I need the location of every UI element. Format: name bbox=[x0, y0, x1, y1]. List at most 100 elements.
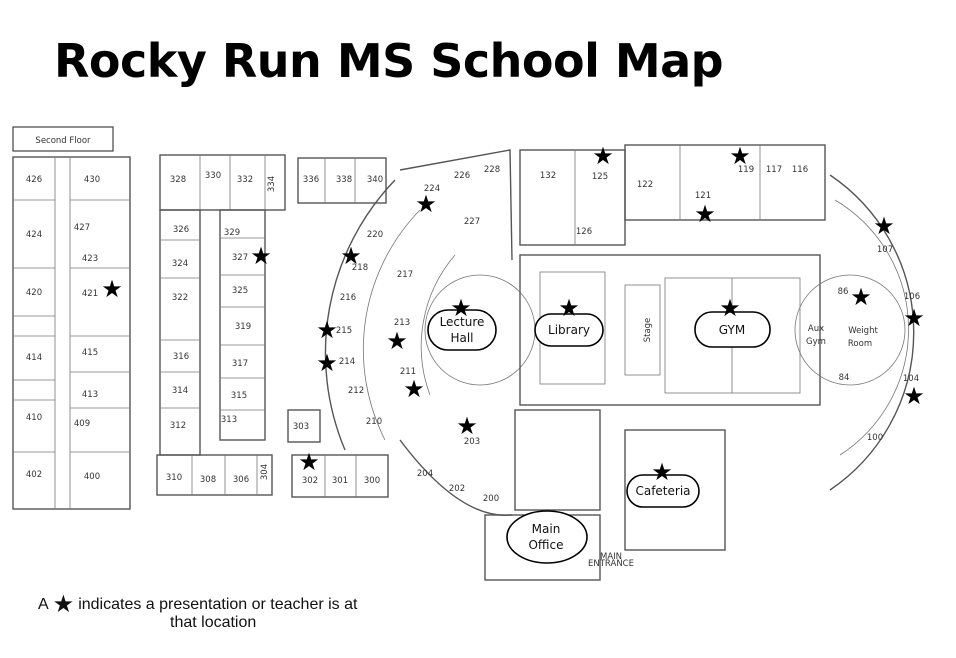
room-204: 204 bbox=[417, 469, 433, 479]
room-119: 119 bbox=[738, 165, 754, 175]
aux-gym-label-1: Aux bbox=[808, 324, 824, 334]
legend-line-2: that location bbox=[170, 614, 257, 631]
lecture-hall-label-2: Hall bbox=[450, 331, 473, 345]
room-125: 125 bbox=[592, 172, 608, 182]
room-336: 336 bbox=[303, 175, 319, 185]
room-306: 306 bbox=[233, 475, 249, 485]
room-414: 414 bbox=[26, 353, 42, 363]
room-226: 226 bbox=[454, 171, 470, 181]
room-217: 217 bbox=[397, 270, 413, 280]
legend-text-1: indicates a presentation or teacher is a… bbox=[78, 596, 358, 613]
star-cafeteria: ★ bbox=[651, 458, 673, 486]
aux-gym-label-2: Gym bbox=[806, 337, 826, 347]
star-211: ★ bbox=[403, 375, 425, 403]
room-218: 218 bbox=[352, 263, 368, 273]
wing-300: 328 330 332 334 326 329 327 324 325 322 … bbox=[156, 154, 286, 496]
second-floor-box bbox=[12, 126, 114, 152]
room-121: 121 bbox=[695, 191, 711, 201]
star-119: ★ bbox=[729, 142, 751, 170]
room-413: 413 bbox=[82, 390, 98, 400]
room-424: 424 bbox=[26, 230, 42, 240]
star-gym: ★ bbox=[719, 294, 741, 322]
stage-label: Stage bbox=[643, 318, 653, 343]
room-303: 303 bbox=[293, 422, 309, 432]
star-421: ★ bbox=[101, 275, 123, 303]
second-floor-label: Second Floor bbox=[35, 136, 91, 146]
room-410: 410 bbox=[26, 413, 42, 423]
room-402: 402 bbox=[26, 470, 42, 480]
room-420: 420 bbox=[26, 288, 42, 298]
room-220: 220 bbox=[367, 230, 383, 240]
room-325: 325 bbox=[232, 286, 248, 296]
room-327: 327 bbox=[232, 253, 248, 263]
room-316: 316 bbox=[173, 352, 189, 362]
room-302: 302 bbox=[302, 476, 318, 486]
star-markers: ★ ★ ★ ★ ★ ★ ★ ★ ★ ★ ★ ★ ★ ★ ★ ★ ★ ★ ★ ★ … bbox=[101, 142, 925, 486]
room-104: 104 bbox=[903, 374, 919, 384]
star-218: ★ bbox=[340, 242, 362, 270]
main-office-label-1: Main bbox=[532, 522, 561, 536]
lecture-hall-label-1: Lecture bbox=[440, 315, 485, 329]
room-213: 213 bbox=[394, 318, 410, 328]
star-library: ★ bbox=[558, 294, 580, 322]
room-330: 330 bbox=[205, 171, 221, 181]
room-203: 203 bbox=[464, 437, 480, 447]
main-office-label-2: Office bbox=[528, 538, 563, 552]
star-125: ★ bbox=[592, 142, 614, 170]
legend-prefix: A bbox=[38, 596, 49, 613]
room-415: 415 bbox=[82, 348, 98, 358]
room-304: 304 bbox=[260, 464, 270, 480]
room-314: 314 bbox=[172, 386, 188, 396]
room-340: 340 bbox=[367, 175, 383, 185]
room-310: 310 bbox=[166, 473, 182, 483]
star-107: ★ bbox=[873, 212, 895, 240]
room-106: 106 bbox=[904, 292, 920, 302]
main-entrance-label-1: MAIN bbox=[600, 552, 622, 562]
room-116: 116 bbox=[792, 165, 808, 175]
library-pill bbox=[534, 313, 604, 347]
room-126: 126 bbox=[576, 227, 592, 237]
room-338: 338 bbox=[336, 175, 352, 185]
star-215: ★ bbox=[316, 316, 338, 344]
room-202: 202 bbox=[449, 484, 465, 494]
room-332: 332 bbox=[237, 175, 253, 185]
legend-star-icon: ★ bbox=[52, 591, 75, 618]
room-200: 200 bbox=[483, 494, 499, 504]
room-326: 326 bbox=[173, 225, 189, 235]
lecture-hall-pill bbox=[427, 309, 497, 351]
room-100: 100 bbox=[867, 433, 883, 443]
room-322: 322 bbox=[172, 293, 188, 303]
room-308: 308 bbox=[200, 475, 216, 485]
star-224: ★ bbox=[415, 190, 437, 218]
room-430: 430 bbox=[84, 175, 100, 185]
room-224: 224 bbox=[424, 184, 440, 194]
star-203: ★ bbox=[456, 412, 478, 440]
room-400: 400 bbox=[84, 472, 100, 482]
room-84: 84 bbox=[839, 373, 850, 383]
room-216: 216 bbox=[340, 293, 356, 303]
room-315: 315 bbox=[231, 391, 247, 401]
star-302: ★ bbox=[298, 448, 320, 476]
room-227: 227 bbox=[464, 217, 480, 227]
main-entrance-label-2: ENTRANCE bbox=[588, 559, 634, 569]
room-132: 132 bbox=[540, 171, 556, 181]
landmark-labels: Lecture Hall Library GYM Cafeteria Main … bbox=[427, 309, 771, 564]
star-214: ★ bbox=[316, 349, 338, 377]
room-301: 301 bbox=[332, 476, 348, 486]
wing-400: Second Floor 426 430 424 427 423 420 421… bbox=[12, 126, 131, 510]
room-212: 212 bbox=[348, 386, 364, 396]
room-328: 328 bbox=[170, 175, 186, 185]
gym-label: GYM bbox=[719, 323, 745, 337]
room-117: 117 bbox=[766, 165, 782, 175]
room-215: 215 bbox=[336, 326, 352, 336]
room-319: 319 bbox=[235, 322, 251, 332]
room-122: 122 bbox=[637, 180, 653, 190]
library-label: Library bbox=[548, 323, 590, 337]
legend-line-1: A★indicates a presentation or teacher is… bbox=[38, 590, 357, 619]
room-300: 300 bbox=[364, 476, 380, 486]
cafeteria-pill bbox=[626, 474, 700, 508]
room-324: 324 bbox=[172, 259, 188, 269]
room-214: 214 bbox=[339, 357, 355, 367]
star-lecture-hall: ★ bbox=[450, 294, 472, 322]
